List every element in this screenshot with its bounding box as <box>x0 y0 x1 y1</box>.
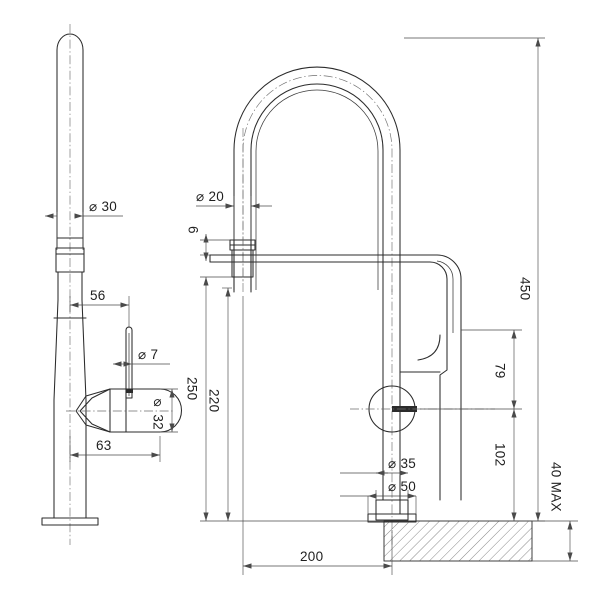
side-view-spout-body <box>55 33 85 273</box>
dimension-d63: 63 <box>69 436 161 462</box>
side-view-column <box>53 271 87 519</box>
dimension-d40max: 40 MAX <box>532 462 578 562</box>
dimension-label-d30: ⌀ 30 <box>89 199 117 214</box>
counter-top-section <box>383 520 533 562</box>
dimension-label-d32: ⌀ 32 <box>151 394 166 430</box>
counter-top-hatch <box>383 520 533 562</box>
dimension-label-d250: 250 <box>185 377 200 400</box>
dimension-label-d6: 6 <box>186 226 201 234</box>
dimension-d6: 6 <box>186 226 230 261</box>
dimension-d450: 450 <box>404 37 545 522</box>
dimension-label-d20: ⌀ 20 <box>196 189 224 204</box>
dimension-label-d102: 102 <box>493 443 508 466</box>
dimension-d50: ⌀ 50 <box>340 479 417 514</box>
dimension-label-d7: ⌀ 7 <box>138 347 158 362</box>
dimension-d102: 102 <box>493 408 517 521</box>
dimension-label-d79: 79 <box>493 363 508 379</box>
handle-notch <box>126 389 133 393</box>
dimension-label-d56: 56 <box>90 288 106 303</box>
dimension-d79: 79 <box>420 329 522 410</box>
dimension-d7: ⌀ 7 <box>112 347 170 367</box>
dimension-label-d40max: 40 MAX <box>549 462 564 512</box>
dimension-label-d63: 63 <box>96 438 112 453</box>
dimension-label-d200: 200 <box>300 549 323 564</box>
front-view-handle-lever <box>350 385 495 433</box>
dimension-d20: ⌀ 20 <box>196 189 272 240</box>
side-view-base-flange <box>41 517 99 526</box>
dimension-d30: ⌀ 30 <box>44 199 123 250</box>
dimension-d35: ⌀ 35 <box>340 456 416 500</box>
dimension-d250: 250 <box>185 276 384 522</box>
side-view: ⌀ 30 56 ⌀ 7 ⌀ 32 63 <box>41 24 183 545</box>
front-view-body-column <box>382 286 462 545</box>
dimension-d220: 220 <box>207 287 232 521</box>
dimension-label-d50: ⌀ 50 <box>388 479 416 494</box>
front-view-swivel-arm <box>209 254 462 336</box>
front-view-gooseneck <box>233 66 401 292</box>
dimension-label-d220: 220 <box>207 389 222 412</box>
dimension-d200: 200 <box>242 296 393 575</box>
dimension-d56: 56 <box>69 288 130 328</box>
dimension-label-d35: ⌀ 35 <box>388 456 416 471</box>
front-view-inlet-tube <box>229 128 256 293</box>
front-view: ⌀ 20 6 250 220 450 <box>185 37 578 575</box>
dimension-label-d450: 450 <box>518 277 533 300</box>
dimension-d32: ⌀ 32 <box>151 388 178 433</box>
